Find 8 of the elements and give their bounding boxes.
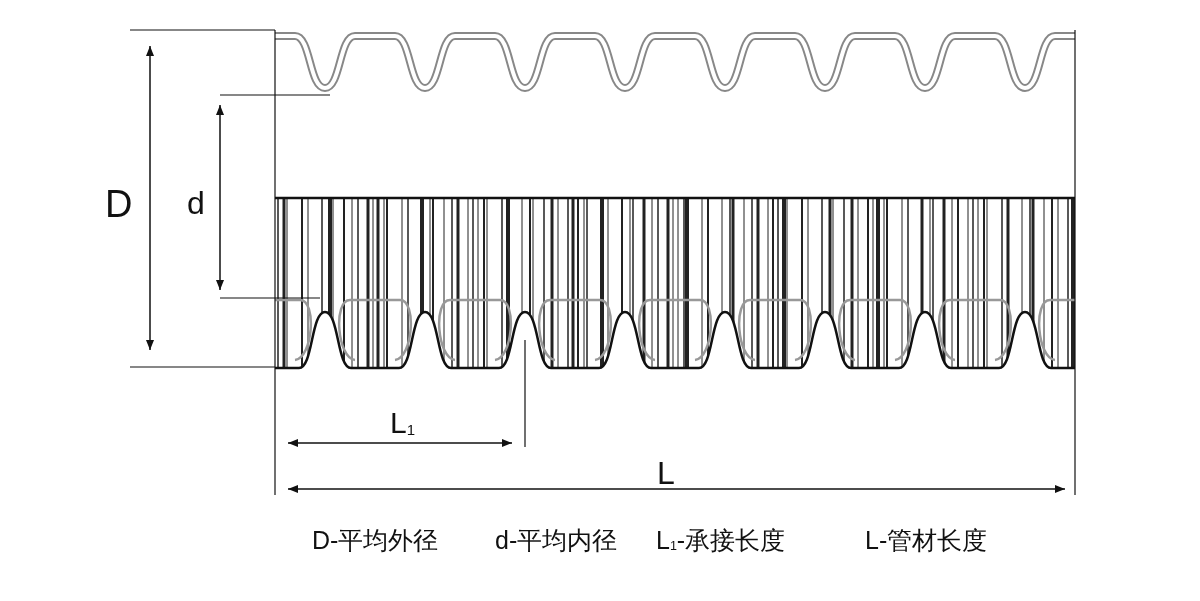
legend-text: L$_{1}$-承接长度: [656, 528, 786, 553]
dimension-label: L$_{1}$: [390, 408, 416, 438]
dimension-label: d: [187, 187, 205, 219]
dimension-label: L: [657, 457, 675, 489]
dimension-label: D: [105, 185, 133, 223]
legend-text: D-平均外径: [312, 528, 439, 553]
legend-text: d-平均内径: [495, 528, 618, 553]
legend-text: L-管材长度: [865, 528, 988, 553]
